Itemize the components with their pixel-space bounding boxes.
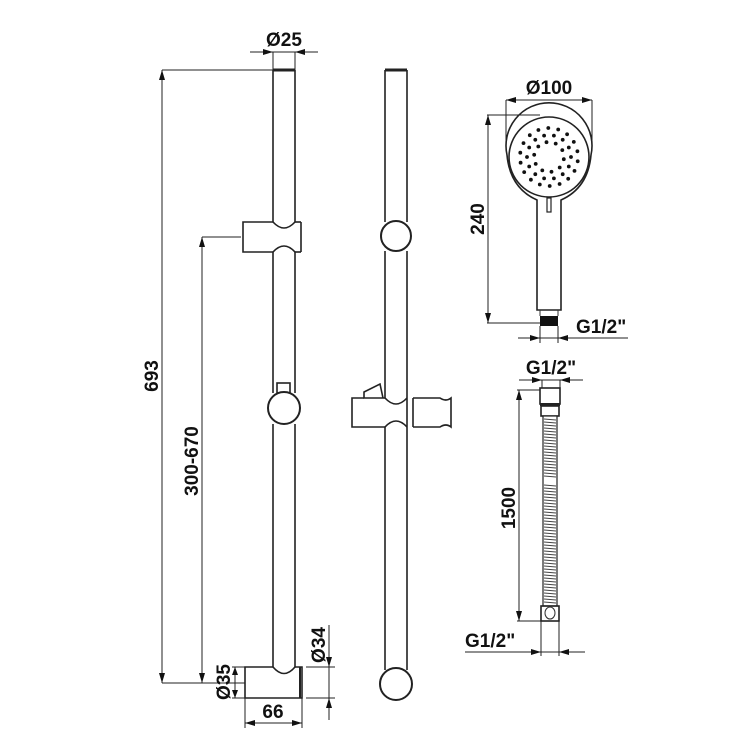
label-hose-top-connection: G1/2": [526, 358, 576, 379]
hose-ribs: [543, 418, 557, 604]
side-bottom-knob: [379, 667, 413, 701]
mode-switch: [546, 197, 552, 213]
label-rail-diameter: Ø25: [266, 30, 302, 51]
label-hose-length: 1500: [499, 487, 520, 529]
dimension-head-diameter: Ø100: [505, 78, 593, 150]
label-holder-range: 300-670: [182, 426, 203, 496]
label-head-diameter: Ø100: [526, 78, 572, 99]
side-top-knob: [380, 220, 412, 252]
label-bracket-diameter: Ø35: [214, 664, 235, 700]
label-hose-bottom-connection: G1/2": [465, 631, 515, 652]
dimension-hand-shower-length: 240: [468, 114, 540, 324]
label-hand-shower-length: 240: [468, 203, 489, 235]
dimension-hose-top-connection: G1/2": [519, 358, 583, 388]
label-hand-shower-connection: G1/2": [576, 317, 626, 338]
thread-connector: [540, 316, 558, 326]
label-total-height: 693: [142, 360, 163, 392]
dimension-rail-diameter: Ø25: [250, 30, 318, 70]
dimension-holder-range: 300-670: [182, 236, 241, 683]
rail-bottom-bracket: [244, 666, 303, 699]
shower-holder: [242, 221, 302, 253]
side-shower-holder: [351, 382, 452, 429]
rail-middle-knob: [267, 382, 301, 425]
shower-hose: G1/2" 1500 G1/2": [465, 358, 585, 656]
slide-rail-side-view: [351, 68, 452, 701]
dimension-hose-length: 1500: [499, 389, 541, 622]
dimension-total-height: 693: [142, 69, 273, 684]
label-bracket-projection: 66: [262, 702, 283, 723]
dimension-hose-bottom-connection: G1/2": [465, 621, 585, 656]
hose-body: [542, 415, 558, 607]
spray-nozzles: [518, 126, 580, 188]
hose-top-nut: [539, 387, 561, 405]
dimension-rail-end-diameter: Ø34: [306, 625, 335, 720]
dimension-bracket-projection: 66: [244, 698, 303, 728]
slide-rail-front-view: Ø25 693 300-670 Ø35: [142, 30, 335, 728]
dimension-bracket-diameter: Ø35: [214, 664, 245, 700]
shower-head-face: [508, 116, 590, 198]
dimension-hand-shower-connection: G1/2": [518, 317, 628, 343]
hose-bottom-nut: [540, 605, 560, 622]
hand-shower: Ø100 240 G1/2": [468, 78, 628, 343]
label-rail-end-diameter: Ø34: [309, 627, 330, 663]
